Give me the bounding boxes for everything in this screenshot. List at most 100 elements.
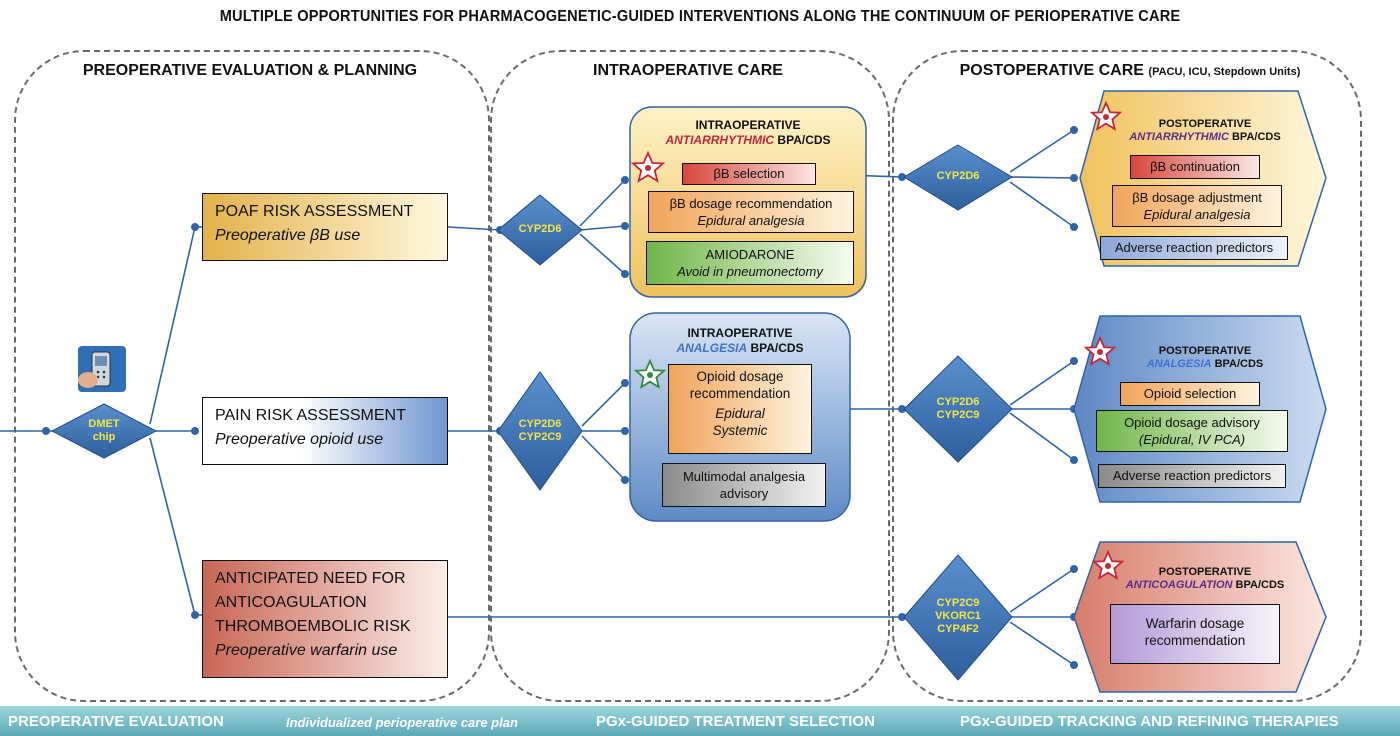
post-pain-adverse-label: Adverse reaction predictors bbox=[1112, 468, 1272, 483]
intra-arr-accent: ANTIARRHYTHMIC bbox=[665, 133, 775, 147]
diamond-post-arr bbox=[903, 144, 1013, 211]
intra-pain-tail: BPA/CDS bbox=[747, 341, 804, 355]
intra-amiodarone: AMIODARONE Avoid in pneumonectomy bbox=[646, 241, 854, 285]
intra-opioid-l1: Opioid dosage bbox=[696, 369, 784, 384]
panel-postop-title: POSTOPERATIVE CARE (PACU, ICU, Stepdown … bbox=[930, 62, 1330, 80]
gene-label: VKORC1 bbox=[935, 610, 981, 622]
star-icon-post-arr bbox=[1089, 100, 1123, 131]
diamond-intra-pain bbox=[497, 371, 583, 491]
post-coag-heading: POSTOPERATIVE ANTICOAGULATION BPA/CDS bbox=[1110, 566, 1300, 592]
post-pain-head1: POSTOPERATIVE bbox=[1158, 345, 1252, 357]
intra-arr-head2: ANTIARRHYTHMIC BPA/CDS bbox=[640, 133, 856, 148]
gene-label: CYP2D6 bbox=[518, 418, 562, 430]
footer-treatment-selection: PGx-GUIDED TREATMENT SELECTION bbox=[596, 713, 875, 730]
anticoag-risk-sub: Preoperative warfarin use bbox=[215, 642, 398, 659]
intra-multimodal: Multimodal analgesia advisory bbox=[662, 463, 826, 507]
panel-intraop-title: INTRAOPERATIVE CARE bbox=[593, 62, 783, 79]
post-bb-continuation-label: βB continuation bbox=[1150, 159, 1240, 174]
intra-pain-head1: INTRAOPERATIVE bbox=[687, 326, 793, 340]
post-pain-tail: BPA/CDS bbox=[1211, 358, 1264, 370]
post-arr-adverse-label: Adverse reaction predictors bbox=[1114, 240, 1274, 255]
hex-post-analgesia bbox=[1073, 315, 1327, 503]
star-icon-intra-arr bbox=[630, 150, 666, 183]
anticoag-risk-l1: ANTICIPATED NEED FOR bbox=[215, 570, 406, 587]
intra-opioid-dosage: Opioid dosage recommendation Epidural Sy… bbox=[668, 364, 812, 454]
diamond-intra-arr bbox=[497, 194, 583, 266]
gene-label: CYP2D6 bbox=[936, 396, 980, 408]
intra-bb-selection: βB selection bbox=[682, 163, 816, 185]
post-arr-tail: BPA/CDS bbox=[1228, 131, 1281, 143]
diamond-post-arr-label: CYP2D6 bbox=[918, 170, 998, 183]
intra-bb-dosage-l1: βB dosage recommendation bbox=[669, 196, 833, 211]
footer-tracking: PGx-GUIDED TRACKING AND REFINING THERAPI… bbox=[960, 713, 1339, 730]
post-coag-head2: ANTICOAGULATION BPA/CDS bbox=[1110, 579, 1300, 592]
post-coag-accent: ANTICOAGULATION bbox=[1125, 579, 1233, 591]
intra-arr-head1: INTRAOPERATIVE bbox=[695, 118, 801, 132]
anticoag-risk-box: ANTICIPATED NEED FOR ANTICOAGULATION THR… bbox=[202, 560, 448, 678]
post-bb-dosage: βB dosage adjustment Epidural analgesia bbox=[1112, 185, 1282, 227]
star-icon-intra-pain bbox=[633, 358, 667, 389]
post-warfarin-l2: recommendation bbox=[1144, 633, 1246, 648]
poaf-risk-sub: Preoperative βB use bbox=[215, 227, 361, 244]
post-arr-heading: POSTOPERATIVE ANTIARRHYTHMIC BPA/CDS bbox=[1110, 118, 1300, 144]
panel-intraoperative bbox=[490, 50, 890, 702]
post-opioid-dosage-l2: (Epidural, IV PCA) bbox=[1138, 432, 1246, 447]
post-warfarin-dosage: Warfarin dosage recommendation bbox=[1110, 604, 1280, 664]
poaf-risk-title: POAF RISK ASSESSMENT bbox=[215, 203, 414, 220]
intra-arr-heading: INTRAOPERATIVE ANTIARRHYTHMIC BPA/CDS bbox=[640, 118, 856, 148]
post-coag-head1: POSTOPERATIVE bbox=[1158, 566, 1252, 578]
panel-preop-title: PREOPERATIVE EVALUATION & PLANNING bbox=[82, 62, 418, 79]
intra-bb-dosage: βB dosage recommendation Epidural analge… bbox=[648, 191, 854, 233]
diamond-post-pain bbox=[903, 355, 1013, 463]
intra-opioid-l2: recommendation bbox=[689, 386, 791, 401]
phone-icon bbox=[78, 346, 126, 392]
post-arr-head2: ANTIARRHYTHMIC BPA/CDS bbox=[1110, 131, 1300, 144]
pain-risk-box: PAIN RISK ASSESSMENT Preoperative opioid… bbox=[202, 397, 448, 465]
panel-preoperative bbox=[14, 50, 490, 702]
diamond-post-pain-label: CYP2D6 CYP2C9 bbox=[918, 396, 998, 422]
intra-bb-dosage-l2: Epidural analgesia bbox=[697, 213, 805, 228]
post-bb-dosage-l1: βB dosage adjustment bbox=[1132, 190, 1262, 205]
diamond-dmet bbox=[50, 403, 158, 459]
dmet-chip-label: DMET chip bbox=[64, 418, 144, 444]
panel-postop-title-sub: (PACU, ICU, Stepdown Units) bbox=[1148, 66, 1301, 78]
post-bb-continuation: βB continuation bbox=[1130, 155, 1260, 179]
gene-label: CYP2C9 bbox=[936, 409, 980, 421]
post-pain-head2: ANALGESIA BPA/CDS bbox=[1110, 358, 1300, 371]
poaf-risk-box: POAF RISK ASSESSMENT Preoperative βB use bbox=[202, 193, 448, 261]
diamond-post-coag bbox=[903, 554, 1013, 681]
post-arr-adverse: Adverse reaction predictors bbox=[1100, 236, 1288, 260]
intra-arr-tail: BPA/CDS bbox=[774, 133, 831, 147]
panel-postoperative bbox=[892, 50, 1362, 702]
post-arr-accent: ANTIARRHYTHMIC bbox=[1129, 131, 1229, 143]
footer-preop: PREOPERATIVE EVALUATION bbox=[8, 713, 224, 730]
intra-bb-selection-label: βB selection bbox=[713, 166, 785, 181]
intra-opioid-l4: Systemic bbox=[712, 423, 768, 438]
intra-opioid-l3: Epidural bbox=[715, 406, 765, 421]
intra-pain-heading: INTRAOPERATIVE ANALGESIA BPA/CDS bbox=[640, 326, 840, 356]
post-coag-tail: BPA/CDS bbox=[1232, 579, 1285, 591]
anticoag-risk-l3: THROMBOEMBOLIC RISK bbox=[215, 618, 411, 635]
footer-care-plan: Individualized perioperative care plan bbox=[286, 715, 518, 730]
intra-multimodal-l1: Multimodal analgesia bbox=[682, 469, 806, 484]
gene-label: CYP4F2 bbox=[937, 623, 979, 635]
anticoag-risk-l2: ANTICOAGULATION bbox=[215, 594, 367, 611]
post-opioid-dosage-l1: Opioid dosage advisory bbox=[1124, 415, 1260, 430]
post-opioid-selection: Opioid selection bbox=[1120, 382, 1260, 406]
pain-risk-title: PAIN RISK ASSESSMENT bbox=[215, 407, 406, 424]
star-icon-post-pain bbox=[1083, 335, 1117, 366]
post-opioid-dosage: Opioid dosage advisory (Epidural, IV PCA… bbox=[1096, 410, 1288, 452]
diamond-intra-arr-label: CYP2D6 bbox=[500, 223, 580, 236]
post-pain-adverse: Adverse reaction predictors bbox=[1098, 464, 1286, 488]
post-pain-heading: POSTOPERATIVE ANALGESIA BPA/CDS bbox=[1110, 345, 1300, 371]
post-pain-accent: ANALGESIA bbox=[1146, 358, 1212, 370]
intra-pain-accent: ANALGESIA bbox=[676, 341, 748, 355]
star-icon-post-coag bbox=[1091, 549, 1125, 580]
intra-amiodarone-l1: AMIODARONE bbox=[705, 247, 795, 262]
panel-postop-title-main: POSTOPERATIVE CARE bbox=[959, 62, 1144, 79]
diamond-intra-pain-label: CYP2D6 CYP2C9 bbox=[500, 418, 580, 444]
pain-risk-sub: Preoperative opioid use bbox=[215, 431, 384, 448]
intra-amiodarone-l2: Avoid in pneumonectomy bbox=[677, 264, 823, 279]
dmet-line1: DMET bbox=[88, 418, 120, 430]
post-opioid-selection-label: Opioid selection bbox=[1143, 386, 1237, 401]
